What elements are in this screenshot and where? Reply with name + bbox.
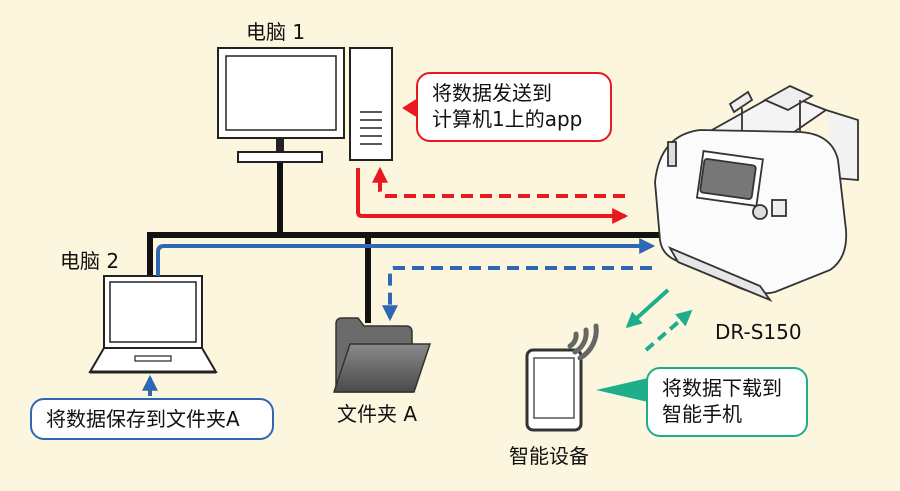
blue-solid-arrow	[156, 238, 656, 276]
phone-callout-line-2: 智能手机	[662, 402, 742, 426]
green-solid-arrow	[625, 288, 670, 329]
pc2-callout: 将数据保存到文件夹A	[30, 398, 274, 440]
phone-callout-line-1: 将数据下载到	[662, 376, 782, 400]
red-solid-arrow	[356, 168, 629, 224]
pc1-label: 电脑 1	[246, 20, 306, 44]
pc1-stand	[237, 151, 323, 163]
scanner-output-slot	[667, 246, 773, 303]
network-lines	[147, 159, 668, 323]
pc1-callout-line-1: 将数据发送到	[432, 81, 552, 105]
blue-dashed-arrow	[382, 266, 652, 322]
pc2-label: 电脑 2	[60, 249, 120, 273]
wifi-signal-icon	[567, 323, 599, 361]
pc2-screen	[109, 281, 197, 343]
pc1-computer	[217, 47, 393, 163]
scanner-touch-screen	[699, 158, 757, 200]
folder-label: 文件夹 A	[337, 402, 418, 426]
smartphone-icon	[525, 348, 583, 432]
green-dashed-arrow	[644, 309, 693, 352]
pc1-callout: 将数据发送到 计算机1上的app	[416, 72, 612, 142]
pc1-callout-pointer	[402, 98, 418, 118]
green-flow-arrows	[625, 288, 693, 352]
pc1-screen	[225, 55, 337, 131]
folder-icon	[332, 317, 432, 393]
phone-callout: 将数据下载到 智能手机	[646, 367, 808, 437]
pc2-laptop	[88, 275, 218, 374]
pc1-tower	[349, 47, 393, 161]
scanner-body	[654, 129, 848, 295]
red-flow-arrows	[356, 166, 629, 224]
blue-flow-arrows	[142, 238, 656, 396]
red-dashed-arrow	[372, 166, 625, 198]
pc2-callout-line-1: 将数据保存到文件夹A	[46, 407, 240, 431]
scanner-label: DR-S150	[715, 320, 802, 344]
smart-device-label: 智能设备	[509, 444, 589, 468]
pc2-keyboard	[88, 347, 218, 373]
pc1-callout-line-2: 计算机1上的app	[432, 107, 583, 131]
scanner-device	[654, 84, 859, 303]
phone-callout-pointer	[596, 378, 648, 402]
